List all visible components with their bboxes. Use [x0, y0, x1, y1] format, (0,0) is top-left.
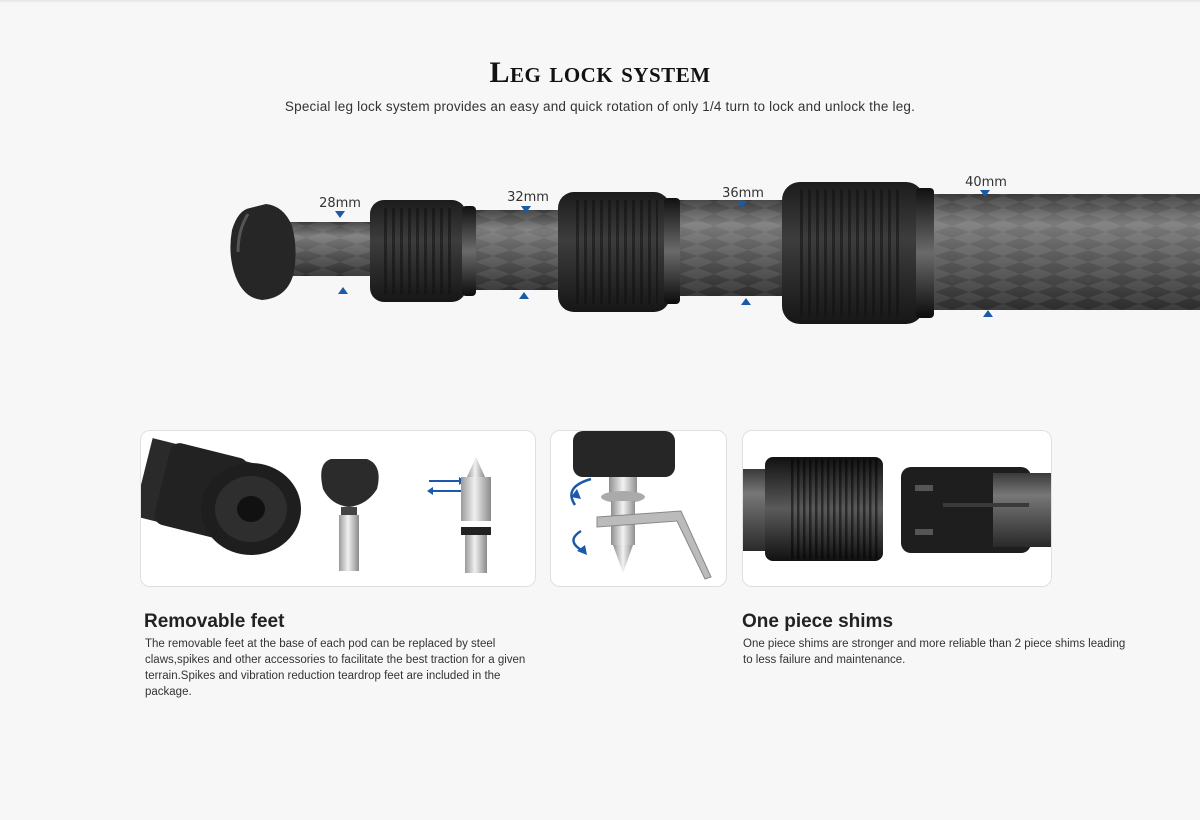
page-subtitle: Special leg lock system provides an easy… [284, 99, 916, 114]
diameter-label-32: 32mm [507, 190, 549, 205]
feet-feature-text: The removable feet at the base of each p… [145, 638, 526, 698]
page-title: Leg lock system [489, 56, 711, 89]
feet-image-card [140, 430, 536, 587]
arrow-up-icon [519, 292, 529, 299]
leg-lock-image [573, 431, 675, 477]
rubber-foot-part [321, 459, 379, 571]
arrow-down-icon [980, 190, 990, 197]
shims-feature-text: One piece shims are stronger and more re… [743, 638, 1126, 666]
diameter-label-40: 40mm [965, 175, 1007, 190]
shims-image-card [742, 430, 1052, 587]
top-divider [0, 0, 1200, 3]
arrow-up-icon [983, 310, 993, 317]
rubber-foot [230, 204, 296, 300]
diameter-label-36: 36mm [722, 186, 764, 201]
rotate-arrow-icon [570, 477, 592, 553]
tripod-leg-illustration: 28mm 32mm 36mm 40mm [230, 175, 1200, 324]
diameter-markers [335, 190, 993, 317]
arrow-down-icon [521, 206, 531, 213]
arrow-up-icon [338, 287, 348, 294]
spike-part [461, 457, 491, 573]
feet-feature-title: Removable feet [144, 611, 285, 632]
diameter-label-28: 28mm [319, 196, 361, 211]
arrow-up-icon [741, 298, 751, 305]
swap-arrows-icon [427, 477, 465, 495]
leg-end-image [141, 438, 301, 555]
hex-key-icon [596, 510, 712, 580]
shims-feature-title: One piece shims [742, 611, 894, 632]
rotation-image-card [550, 430, 727, 587]
arrow-down-icon [335, 211, 345, 218]
arrow-down-icon [737, 201, 747, 208]
